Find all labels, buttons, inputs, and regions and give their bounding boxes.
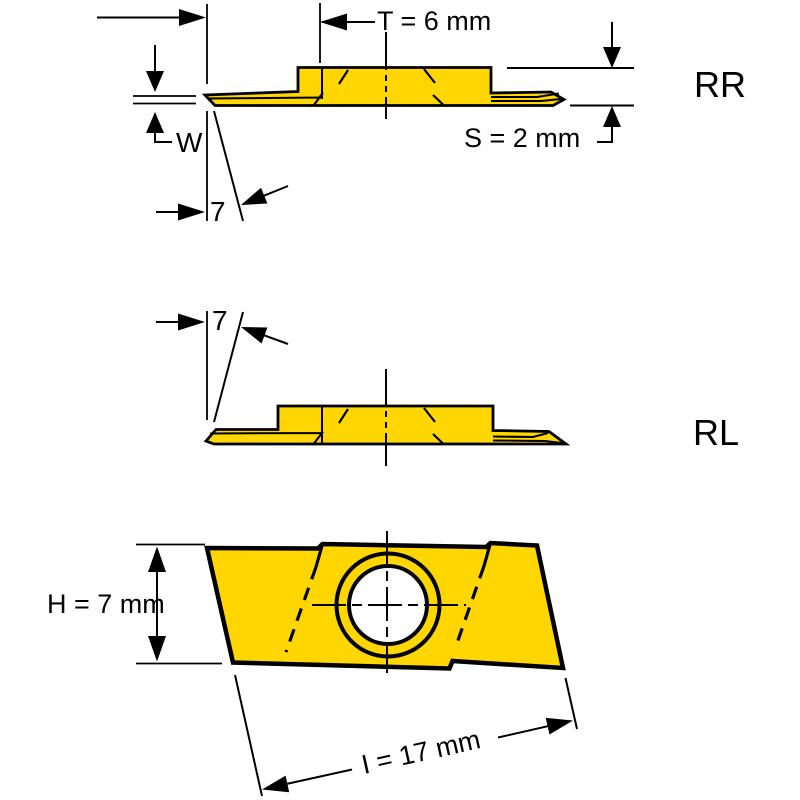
edge-step-solid-left: [314, 543, 325, 568]
label-dimension-t: T = 6 mm: [377, 6, 491, 36]
angle-pointer-line: [259, 185, 289, 199]
angle-flank-line: [213, 110, 244, 222]
arrowhead-up-icon: [603, 106, 621, 127]
insert-edge-lines-rr: [206, 67, 562, 102]
label-angle-rl: 7: [212, 305, 228, 336]
angle-7-rr: 7: [156, 110, 289, 227]
arrowhead-right-icon: [179, 9, 206, 26]
s-arrow-lower-line: [597, 127, 613, 143]
angle-flank-line: [213, 311, 244, 423]
arrowhead-up-icon: [146, 112, 164, 133]
arrowhead-pointer-icon: [241, 327, 268, 344]
angle-7-rl: 7: [156, 305, 289, 423]
label-angle-rr: 7: [210, 196, 226, 227]
i-right-extension: [564, 677, 578, 730]
arrowhead-left-icon: [320, 13, 347, 31]
w-arrow-lower-line: [154, 133, 172, 143]
label-view-rr: RR: [694, 64, 746, 105]
facet-ticks-rl: [313, 407, 444, 445]
arrowhead-pointer-icon: [241, 187, 268, 205]
reference-arrow-top-left: [97, 4, 208, 84]
top-view: H = 7 mm I = 17 mm: [47, 531, 578, 797]
dimension-t: T = 6 mm: [319, 3, 491, 63]
i-dimension-line-right: [497, 724, 551, 739]
dimension-h: H = 7 mm: [47, 543, 222, 665]
label-dimension-i: I = 17 mm: [359, 724, 483, 780]
dimension-s: S = 2 mm: [464, 22, 634, 153]
insert-edge-lines-rl: [209, 406, 563, 444]
hidden-line-left: [284, 566, 318, 653]
arrowhead-down-icon: [603, 47, 621, 68]
i-left-extension: [234, 674, 263, 797]
side-view-rl: 7 RL: [156, 305, 739, 466]
dimension-i: I = 17 mm: [234, 674, 578, 797]
arrowhead-right-icon: [178, 203, 205, 221]
arrowhead-up-icon: [148, 546, 166, 572]
label-dimension-w: W: [176, 127, 203, 158]
hidden-line-right: [454, 565, 486, 647]
label-dimension-s: S = 2 mm: [464, 123, 580, 153]
arrowhead-right-icon: [178, 313, 205, 331]
side-view-rr: T = 6 mm W 7: [97, 3, 746, 227]
facet-ticks-rr: [313, 68, 444, 106]
dimension-w: W: [133, 45, 203, 158]
label-dimension-h: H = 7 mm: [47, 589, 165, 619]
arrowhead-left-icon: [262, 775, 290, 793]
insert-body-rr: [201, 66, 567, 107]
w-edge-lines: [133, 95, 196, 105]
arrowhead-down-icon: [148, 636, 166, 662]
label-view-rl: RL: [693, 412, 739, 453]
angle-pointer-line: [260, 333, 289, 345]
arrowhead-right-icon: [545, 717, 573, 735]
i-dimension-line-left: [283, 768, 353, 786]
arrowhead-down-icon: [146, 71, 164, 92]
edge-step-solid-right: [482, 542, 493, 567]
